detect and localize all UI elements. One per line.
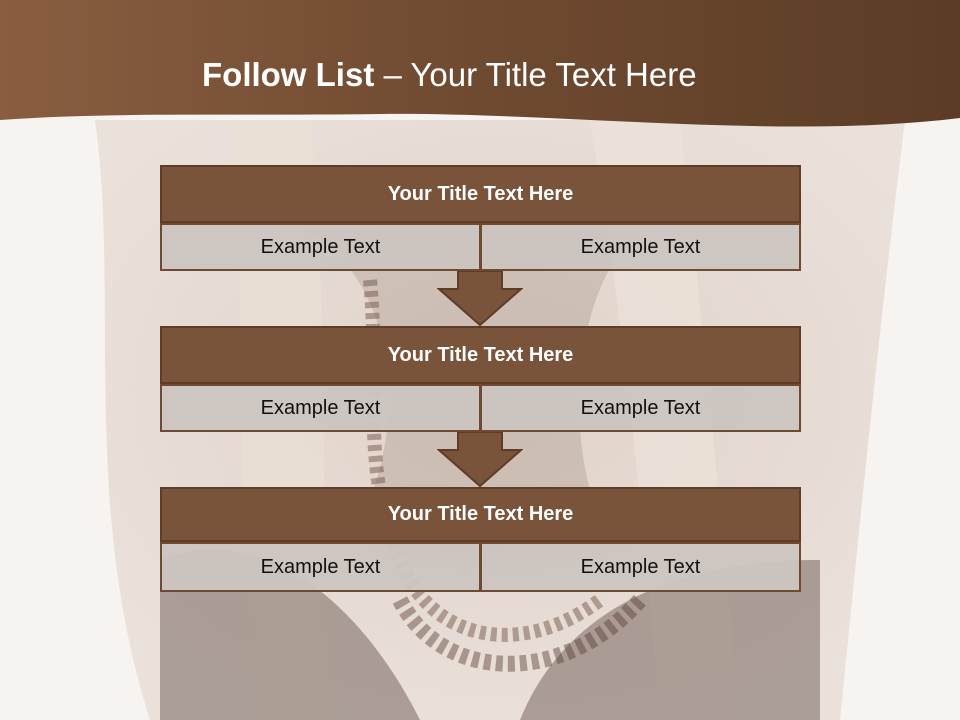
block-title: Your Title Text Here bbox=[160, 487, 801, 542]
block-row: Example Text Example Text bbox=[160, 223, 801, 271]
follow-block-2: Your Title Text Here Example Text Exampl… bbox=[160, 326, 801, 432]
follow-block-3: Your Title Text Here Example Text Exampl… bbox=[160, 487, 801, 593]
down-arrow-icon bbox=[437, 432, 523, 488]
block-cell-left: Example Text bbox=[160, 223, 481, 271]
block-title: Your Title Text Here bbox=[160, 326, 801, 384]
block-title: Your Title Text Here bbox=[160, 165, 801, 223]
header-band bbox=[0, 0, 960, 127]
slide-title: Follow List – Your Title Text Here bbox=[202, 56, 697, 94]
down-arrow-icon bbox=[437, 271, 523, 327]
follow-block-1: Your Title Text Here Example Text Exampl… bbox=[160, 165, 801, 271]
block-cell-right: Example Text bbox=[481, 223, 801, 271]
slide-title-rest: – Your Title Text Here bbox=[374, 56, 697, 93]
block-cell-left: Example Text bbox=[160, 542, 481, 592]
block-row: Example Text Example Text bbox=[160, 384, 801, 432]
block-cell-right: Example Text bbox=[481, 542, 801, 592]
block-row: Example Text Example Text bbox=[160, 542, 801, 592]
block-cell-right: Example Text bbox=[481, 384, 801, 432]
slide-title-bold: Follow List bbox=[202, 56, 375, 93]
block-cell-left: Example Text bbox=[160, 384, 481, 432]
